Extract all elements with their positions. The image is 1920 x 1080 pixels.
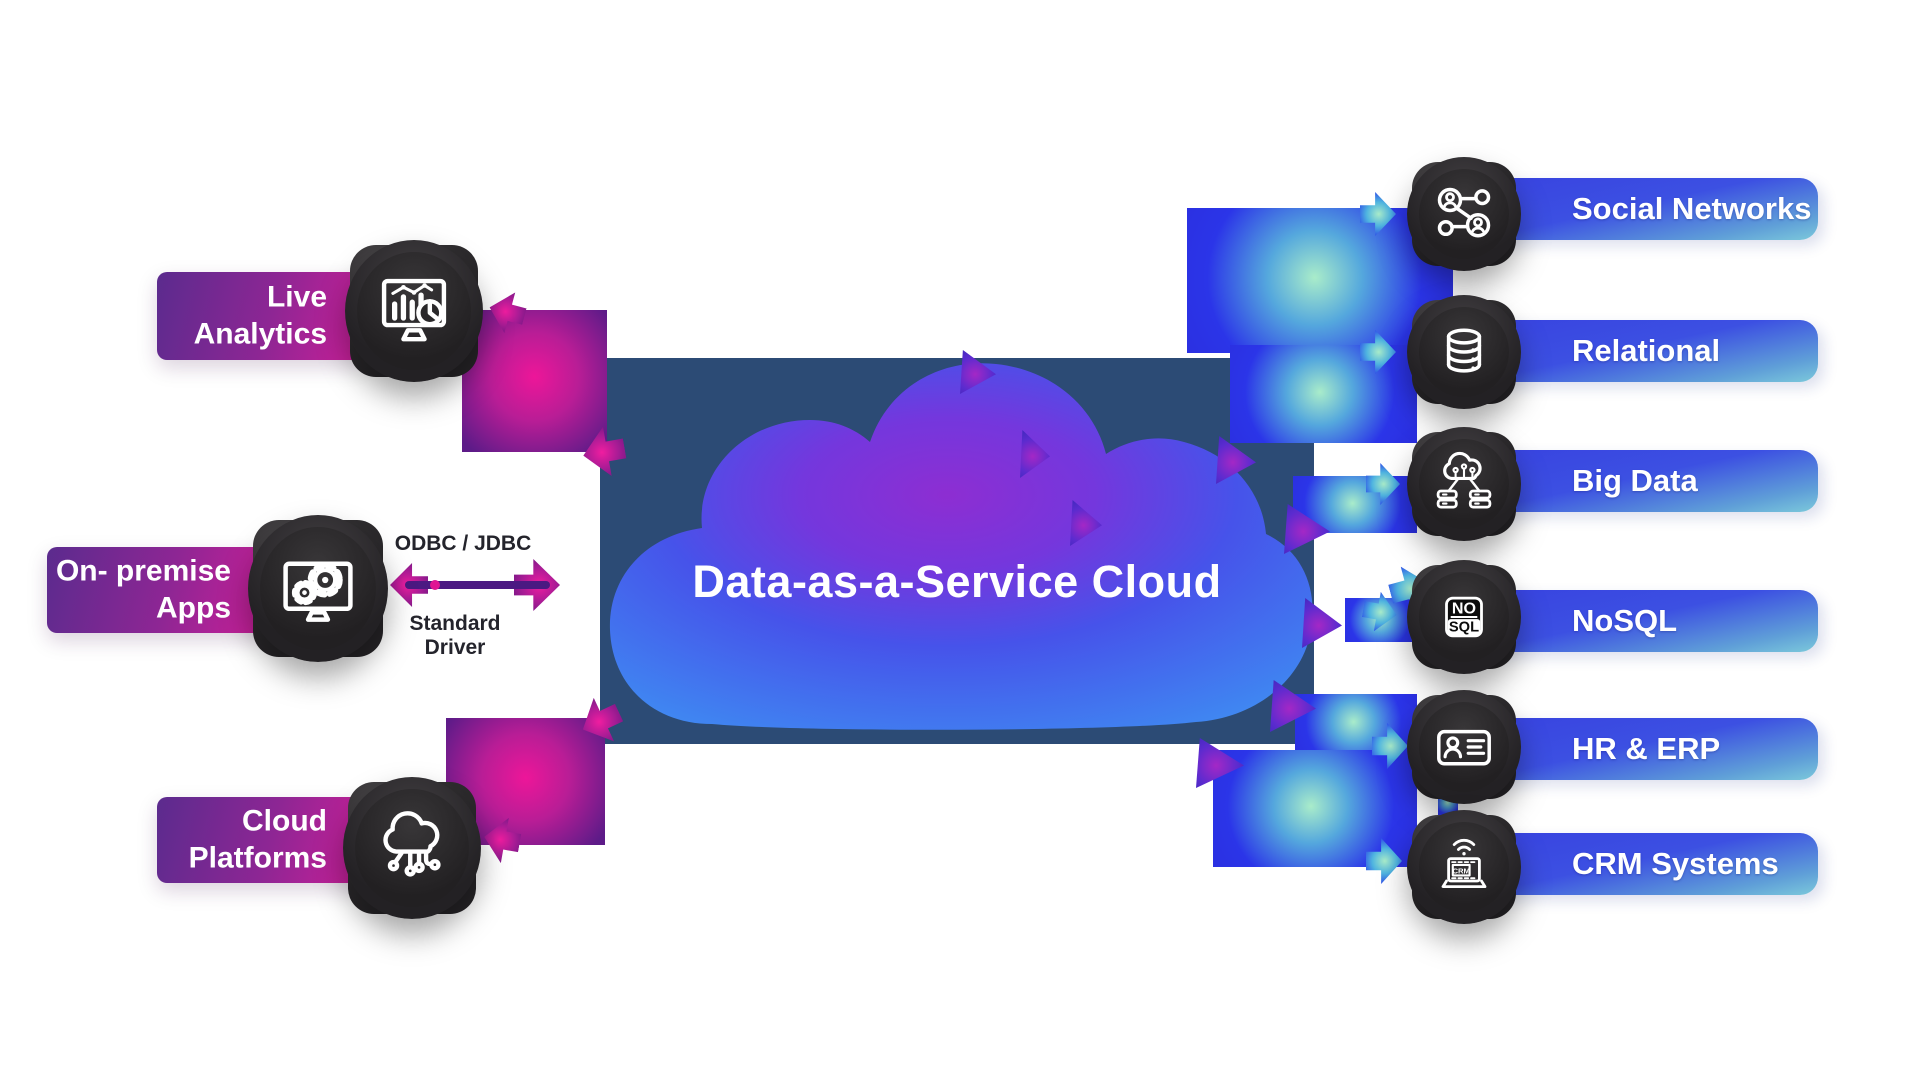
source-label-line: Platforms: [188, 841, 327, 874]
analytics-monitor-icon: [345, 240, 483, 382]
target-pill-hr-erp: HR & ERP: [1480, 718, 1818, 780]
source-label-line: Analytics: [193, 317, 327, 350]
blue-glow-square: [1230, 345, 1417, 443]
source-pill-live-analytics: Live Analytics: [157, 272, 363, 360]
nosql-icon-text-no: NO: [1452, 600, 1476, 618]
nosql-icon: NO SQL: [1407, 560, 1521, 674]
target-pill-relational: Relational: [1480, 320, 1818, 382]
source-label-line: Cloud: [242, 804, 327, 838]
target-label: Big Data: [1572, 463, 1698, 498]
cloud-shape: [609, 363, 1313, 730]
source-label-line: On- premise: [55, 554, 231, 588]
blue-glow-square: [1187, 208, 1453, 353]
standard-driver-label: Standard Driver: [409, 612, 501, 660]
target-label: Social Networks: [1572, 191, 1812, 226]
target-pill-nosql: NoSQL: [1480, 590, 1818, 652]
magenta-glow-square: [462, 310, 607, 452]
source-label-line: Live: [266, 280, 327, 314]
social-network-icon: [1407, 157, 1521, 271]
odbc-jdbc-label: ODBC / JDBC: [394, 532, 532, 555]
cloud-network-icon: [343, 777, 481, 919]
source-pill-on-premise-apps: On- premise Apps: [47, 547, 267, 633]
hr-erp-card-icon: [1407, 690, 1521, 804]
driver-connector-line: [405, 581, 550, 589]
target-pill-crm-systems: CRM Systems: [1480, 833, 1818, 895]
big-data-icon: [1407, 427, 1521, 541]
nosql-icon-text-sql: SQL: [1449, 620, 1479, 636]
page-title: Data-as-a-Service Cloud: [692, 556, 1222, 607]
target-pill-social-networks: Social Networks: [1480, 178, 1818, 240]
target-label: HR & ERP: [1572, 731, 1721, 766]
source-label-line: Apps: [156, 591, 231, 624]
source-pill-cloud-platforms: Cloud Platforms: [157, 797, 363, 883]
target-pill-big-data: Big Data: [1480, 450, 1818, 512]
connector-dot: [430, 580, 440, 590]
daas-cloud-illustration: [600, 358, 1314, 744]
crm-icon-text: CRM: [1452, 866, 1470, 875]
crm-laptop-icon: CRM: [1407, 810, 1521, 924]
gears-monitor-icon: [248, 515, 388, 662]
target-label: CRM Systems: [1572, 846, 1779, 881]
target-label: Relational: [1572, 333, 1721, 368]
target-label: NoSQL: [1572, 603, 1678, 638]
relational-database-icon: [1407, 295, 1521, 409]
